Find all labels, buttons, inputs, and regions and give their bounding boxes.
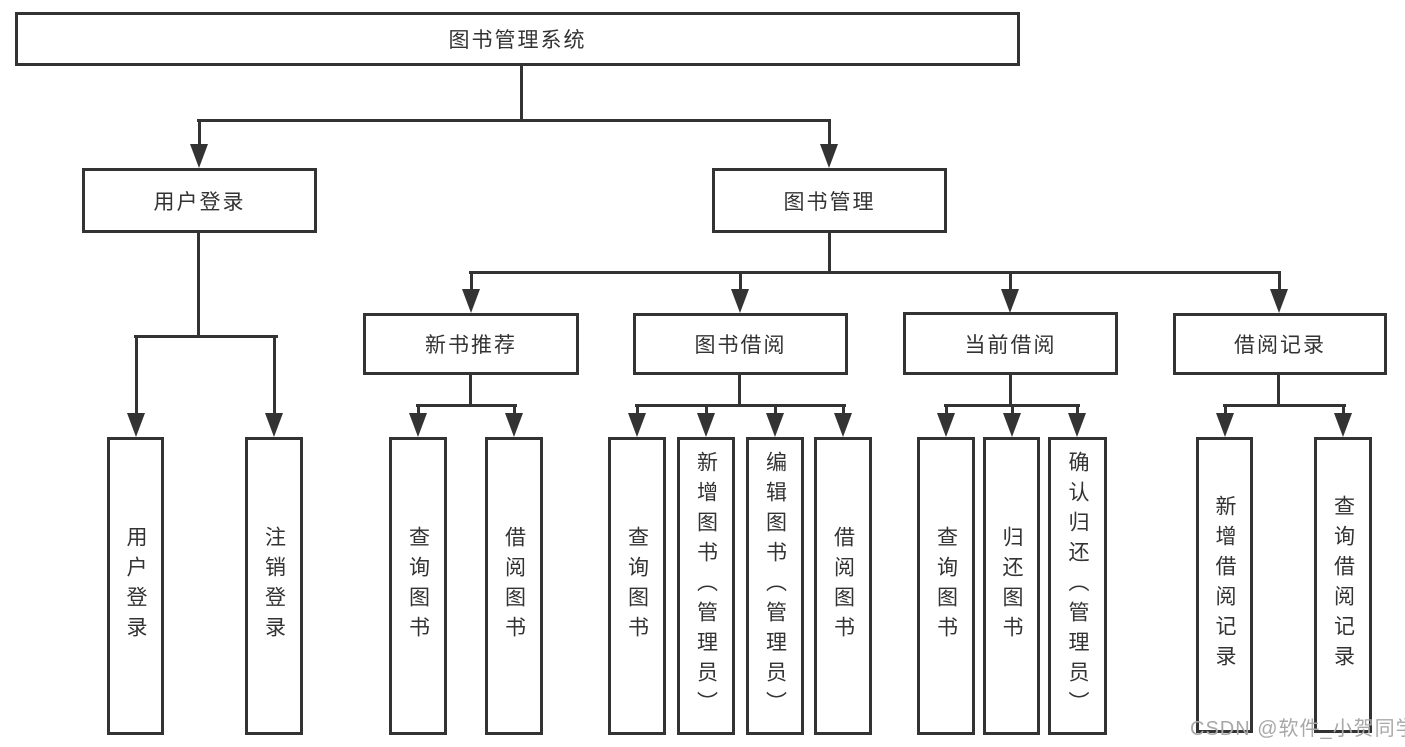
leaf-label: 归还图书	[1000, 526, 1023, 646]
leaf-current-return-books: 归还图书	[983, 437, 1040, 735]
connector-arrow-down-icon	[505, 407, 523, 437]
connector-line	[828, 233, 831, 274]
connector-line	[944, 404, 1080, 407]
leaf-current-confirm-return-admin: 确认归还（管理员）	[1048, 437, 1107, 735]
connector-arrow-down-icon	[409, 407, 427, 437]
node-label: 用户登录	[153, 190, 246, 214]
connector-arrow-down-icon	[1001, 274, 1019, 313]
connector-line	[416, 404, 517, 407]
connector-line	[134, 335, 278, 338]
connector-arrow-down-icon	[1003, 407, 1021, 437]
connector-line	[1009, 375, 1012, 407]
node-label: 图书管理系统	[448, 29, 587, 52]
leaf-label: 注销登录	[262, 526, 286, 646]
connector-arrow-down-icon	[766, 407, 784, 437]
leaf-label: 新增借阅记录	[1213, 495, 1236, 675]
connector-arrow-down-icon	[820, 122, 838, 168]
leaf-label: 确认归还（管理员）	[1066, 451, 1089, 721]
leaf-borrowing-add-books-admin: 新增图书（管理员）	[677, 437, 735, 735]
leaf-label: 用户登录	[124, 526, 147, 646]
connector-line	[738, 375, 741, 407]
connector-arrow-down-icon	[697, 407, 715, 437]
leaf-label: 新增图书（管理员）	[694, 451, 718, 721]
connector-arrow-down-icon	[628, 407, 646, 437]
node-label: 新书推荐	[425, 334, 517, 357]
node-label: 当前借阅	[964, 333, 1057, 357]
leaf-borrowing-query-books: 查询图书	[608, 437, 666, 735]
leaf-label: 编辑图书（管理员）	[763, 451, 787, 721]
node-label: 图书管理	[783, 190, 876, 214]
node-label: 借阅记录	[1234, 334, 1326, 357]
connector-line	[520, 66, 523, 122]
leaf-label: 查询图书	[406, 526, 430, 646]
node-label: 图书借阅	[694, 334, 787, 357]
node-book-borrowing: 图书借阅	[633, 313, 848, 375]
node-user-login: 用户登录	[82, 168, 317, 233]
leaf-records-query-borrow-record: 查询借阅记录	[1314, 437, 1372, 733]
connector-line	[469, 375, 472, 407]
leaf-label: 借阅图书	[831, 526, 855, 646]
leaf-label: 查询借阅记录	[1331, 495, 1355, 675]
connector-line	[469, 271, 1281, 274]
leaf-user-login: 用户登录	[107, 437, 164, 735]
leaf-label: 查询图书	[625, 526, 649, 646]
connector-arrow-down-icon	[462, 274, 480, 313]
connector-arrow-down-icon	[1270, 274, 1288, 313]
leaf-records-add-borrow-record: 新增借阅记录	[1196, 437, 1253, 733]
leaf-current-query-books: 查询图书	[917, 437, 975, 735]
leaf-logout: 注销登录	[245, 437, 303, 735]
leaf-borrowing-edit-books-admin: 编辑图书（管理员）	[746, 437, 804, 735]
connector-arrow-down-icon	[265, 338, 283, 437]
csdn-watermark: CSDN @软件_小贺同学	[1190, 718, 1405, 740]
leaf-label: 借阅图书	[502, 526, 526, 646]
node-new-book-recommendation: 新书推荐	[363, 313, 579, 375]
connector-line	[635, 404, 846, 407]
connector-arrow-down-icon	[1216, 407, 1234, 437]
leaf-borrowing-borrow-books: 借阅图书	[814, 437, 872, 735]
connector-arrow-down-icon	[190, 122, 208, 168]
connector-arrow-down-icon	[1334, 407, 1352, 437]
connector-arrow-down-icon	[127, 338, 145, 437]
leaf-label: 查询图书	[934, 526, 958, 646]
node-root-library-management-system: 图书管理系统	[15, 12, 1020, 66]
leaf-recommend-borrow-books: 借阅图书	[485, 437, 543, 735]
node-current-borrowing: 当前借阅	[903, 312, 1118, 375]
connector-arrow-down-icon	[937, 407, 955, 437]
connector-arrow-down-icon	[1068, 407, 1086, 437]
connector-line	[1223, 404, 1346, 407]
leaf-recommend-query-books: 查询图书	[389, 437, 447, 735]
connector-line	[1277, 375, 1280, 407]
connector-line	[197, 119, 831, 122]
connector-arrow-down-icon	[834, 407, 852, 437]
node-borrowing-records: 借阅记录	[1173, 313, 1387, 375]
connector-arrow-down-icon	[731, 274, 749, 313]
node-book-management: 图书管理	[712, 168, 947, 233]
connector-line	[197, 233, 200, 338]
